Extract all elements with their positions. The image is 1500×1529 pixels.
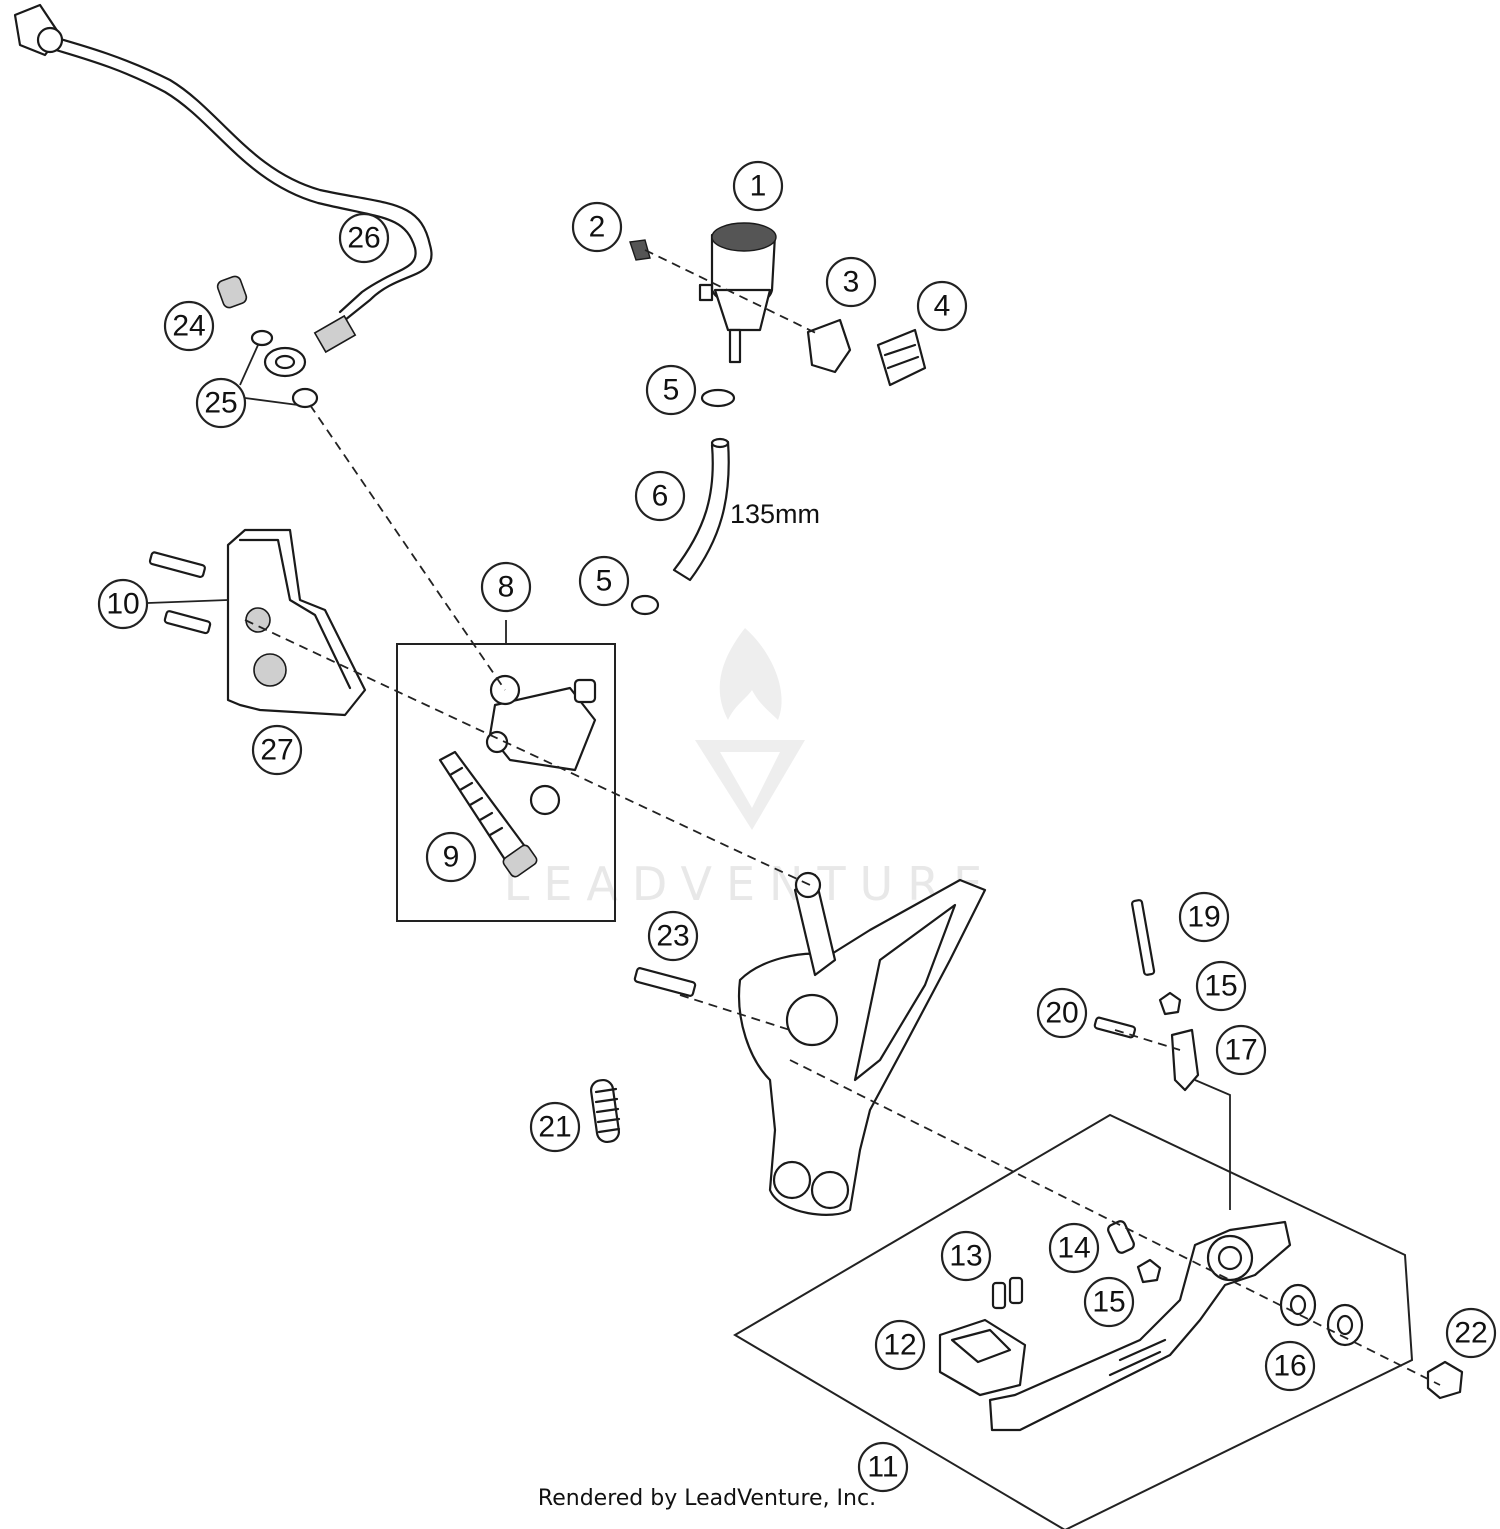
svg-text:22: 22 [1454, 1317, 1487, 1350]
svg-text:13: 13 [949, 1240, 982, 1273]
bracket-bolt [633, 967, 697, 997]
callout-13: 13 [940, 1230, 992, 1282]
reservoir-bracket [806, 318, 852, 374]
watermark-text: LEADVENTURE [504, 857, 997, 911]
svg-text:26: 26 [347, 222, 380, 255]
bracket-clip [876, 328, 927, 387]
render-credit: Rendered by LeadVenture, Inc. [538, 1486, 876, 1511]
leader-lines [147, 249, 1441, 1386]
callout-21: 21 [529, 1101, 581, 1153]
nut-lower [1136, 1258, 1162, 1284]
footrest-bracket [738, 871, 987, 1216]
svg-text:12: 12 [883, 1329, 916, 1362]
hose-clamp-upper [700, 388, 736, 408]
svg-text:25: 25 [204, 387, 237, 420]
callout-17: 17 [1215, 1024, 1267, 1076]
callout-23: 23 [647, 910, 699, 962]
svg-text:23: 23 [656, 920, 689, 953]
svg-text:10: 10 [106, 588, 139, 621]
callout-20: 20 [1036, 987, 1088, 1039]
watermark-flame-icon [719, 628, 782, 720]
adjuster-bolt [1093, 1016, 1137, 1039]
hose-clamp-lower [630, 594, 660, 616]
svg-text:8: 8 [498, 571, 515, 604]
callout-1: 1 [732, 160, 784, 212]
callout-15-upper: 15 [1195, 960, 1247, 1012]
callout-16: 16 [1264, 1340, 1316, 1392]
svg-text:19: 19 [1187, 901, 1220, 934]
heel-guard [226, 528, 367, 717]
master-cylinder [485, 674, 597, 816]
reservoir-hose [672, 437, 730, 582]
return-spring [589, 1078, 621, 1144]
svg-text:21: 21 [538, 1111, 571, 1144]
reservoir-screw [629, 239, 651, 261]
bushings [1279, 1283, 1364, 1347]
svg-text:11: 11 [867, 1451, 898, 1484]
svg-text:6: 6 [652, 480, 669, 513]
svg-text:20: 20 [1045, 997, 1078, 1030]
callout-2: 2 [571, 201, 623, 253]
svg-text:17: 17 [1224, 1034, 1257, 1067]
svg-text:9: 9 [443, 841, 460, 874]
hose-length-label: 135mm [730, 499, 820, 529]
master-cylinder-piston [438, 750, 538, 878]
brake-pedal-kit-box [733, 1113, 1414, 1529]
svg-text:14: 14 [1057, 1232, 1090, 1265]
banjo-parts [216, 275, 319, 409]
callout-5-upper: 5 [645, 364, 697, 416]
callout-26: 26 [338, 212, 390, 264]
brake-pedal [988, 1220, 1292, 1432]
nut-upper [1158, 991, 1182, 1016]
clevis [1170, 1028, 1200, 1092]
footpeg-screws [991, 1276, 1024, 1310]
callout-14: 14 [1048, 1222, 1100, 1274]
callout-22: 22 [1445, 1307, 1497, 1359]
svg-text:5: 5 [663, 374, 680, 407]
watermark-chevron-icon [695, 740, 805, 830]
callout-6: 6 [634, 470, 686, 522]
heel-guard-bolts [148, 551, 212, 635]
pedal-bolt [1107, 1220, 1135, 1254]
callout-19: 19 [1178, 891, 1230, 943]
pedal-nut [1426, 1360, 1464, 1400]
footpeg-plate [938, 1318, 1027, 1397]
callout-12: 12 [874, 1319, 926, 1371]
svg-text:16: 16 [1273, 1350, 1306, 1383]
brake-hose [13, 3, 433, 378]
brake-fluid-reservoir [698, 222, 777, 364]
callout-24: 24 [163, 300, 215, 352]
svg-text:27: 27 [260, 734, 293, 767]
svg-text:4: 4 [934, 290, 951, 323]
pivot-pin [1131, 899, 1156, 976]
svg-text:5: 5 [596, 565, 613, 598]
callout-11: 11 [857, 1441, 909, 1493]
svg-text:1: 1 [750, 170, 767, 203]
callout-25: 25 [195, 377, 247, 429]
svg-text:15: 15 [1092, 1286, 1125, 1319]
svg-text:2: 2 [589, 211, 606, 244]
callout-10: 10 [97, 578, 149, 630]
callout-15-lower: 15 [1083, 1276, 1135, 1328]
callout-8: 8 [480, 561, 532, 613]
svg-text:3: 3 [843, 266, 860, 299]
svg-text:24: 24 [172, 310, 205, 343]
callout-3: 3 [825, 256, 877, 308]
callout-9: 9 [425, 831, 477, 883]
callout-5-lower: 5 [578, 555, 630, 607]
callout-4: 4 [916, 280, 968, 332]
watermark: LEADVENTURE [504, 628, 997, 911]
svg-text:15: 15 [1204, 970, 1237, 1003]
callout-27: 27 [251, 724, 303, 776]
